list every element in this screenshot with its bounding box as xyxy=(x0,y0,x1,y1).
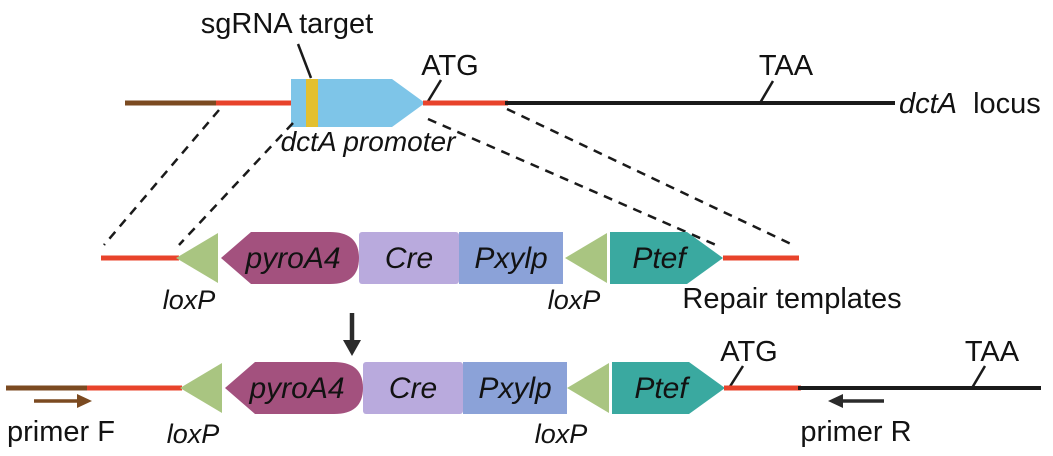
taa-label-top: TAA xyxy=(759,50,814,82)
dctA-promoter-arrow xyxy=(291,79,425,127)
cre-cassette-shape xyxy=(359,232,459,284)
taa-tick-top xyxy=(758,80,775,104)
loxp-label-right: loxP xyxy=(535,419,588,449)
ptef-promoter-arrow xyxy=(610,232,723,284)
sgRNA-target-site-marker xyxy=(306,79,318,127)
dashed-line-right-inner xyxy=(427,117,717,247)
loxp-triangle-icon xyxy=(180,363,222,413)
atg-tick-bottom xyxy=(727,365,745,389)
primer-r-label: primer R xyxy=(800,416,911,448)
atg-label-top: ATG xyxy=(421,50,478,82)
integration-down-arrow xyxy=(343,313,361,356)
pyroA4-label: pyroA4 xyxy=(244,242,340,275)
pyroA4-label: pyroA4 xyxy=(248,372,344,405)
pyroA4-cassette-shape xyxy=(221,232,359,284)
atg-tick-top xyxy=(425,79,443,104)
dctA-locus-label: dctA locus xyxy=(899,88,1041,120)
dashed-line-left-inner xyxy=(178,122,294,246)
pxylp-label: Pxylp xyxy=(478,372,551,405)
ptef-promoter-arrow xyxy=(612,362,725,414)
dctA-gene-name: dctA xyxy=(899,88,957,120)
locus-word: locus xyxy=(973,88,1041,120)
loxp-triangle-icon xyxy=(565,233,607,283)
loxp-triangle-icon xyxy=(567,363,609,413)
sgRNA-target-label: sgRNA target xyxy=(201,8,373,40)
cre-label: Cre xyxy=(389,372,437,405)
loxp-label-right: loxP xyxy=(548,285,601,315)
pxylp-label: Pxylp xyxy=(474,242,547,275)
loxp-label-left: loxP xyxy=(163,285,216,315)
ptef-label: Ptef xyxy=(632,242,688,275)
pxylp-cassette-shape xyxy=(459,232,563,284)
loxp-triangle-icon xyxy=(176,233,218,283)
primer-f-arrow-icon xyxy=(77,394,92,408)
taa-tick-bottom xyxy=(970,365,987,389)
down-arrow-head-icon xyxy=(343,340,361,356)
dctA-promoter-label: dctA promoter xyxy=(281,126,457,157)
loxp-label-left: loxP xyxy=(167,419,220,449)
repair-templates-label: Repair templates xyxy=(682,283,901,315)
edited-locus-construct: pyroA4 Cre Pxylp Ptef ATG TAA primer F p… xyxy=(6,336,1041,449)
sgRNA-pointer-line xyxy=(296,43,313,79)
top-construct: sgRNA target ATG TAA dctA locus dctA pro… xyxy=(125,8,1041,157)
primer-f-label: primer F xyxy=(7,416,115,448)
cre-label: Cre xyxy=(385,242,433,275)
pxylp-cassette-shape xyxy=(463,362,567,414)
pyroA4-cassette-shape xyxy=(225,362,363,414)
dashed-line-right-outer xyxy=(506,107,794,247)
repair-template-construct: pyroA4 Cre Pxylp Ptef loxP loxP Repair t… xyxy=(101,232,902,315)
cre-cassette-shape xyxy=(363,362,463,414)
taa-label-bottom: TAA xyxy=(965,336,1020,368)
ptef-label: Ptef xyxy=(634,372,690,405)
dashed-line-left-outer xyxy=(103,109,220,246)
atg-label-bottom: ATG xyxy=(720,336,777,368)
expansion-dashed-lines xyxy=(103,107,794,247)
primer-r-arrow-icon xyxy=(828,394,843,408)
